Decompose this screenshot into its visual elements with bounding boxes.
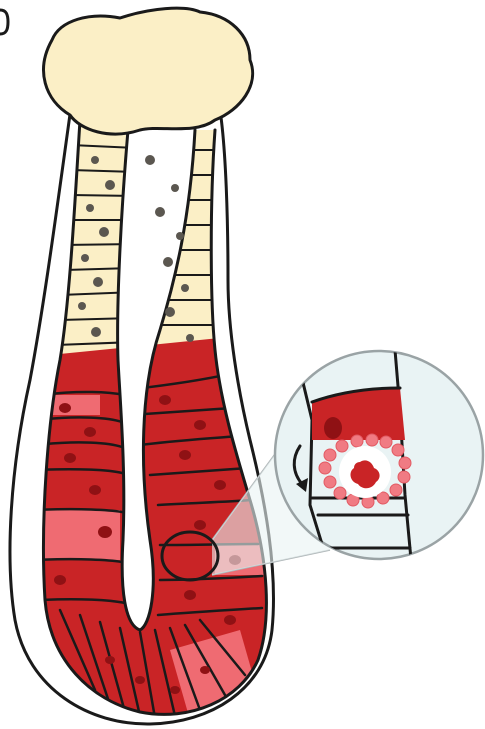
tube-cells <box>0 100 300 729</box>
duct-cap <box>44 8 253 134</box>
panel-letter-fragment <box>0 10 8 34</box>
